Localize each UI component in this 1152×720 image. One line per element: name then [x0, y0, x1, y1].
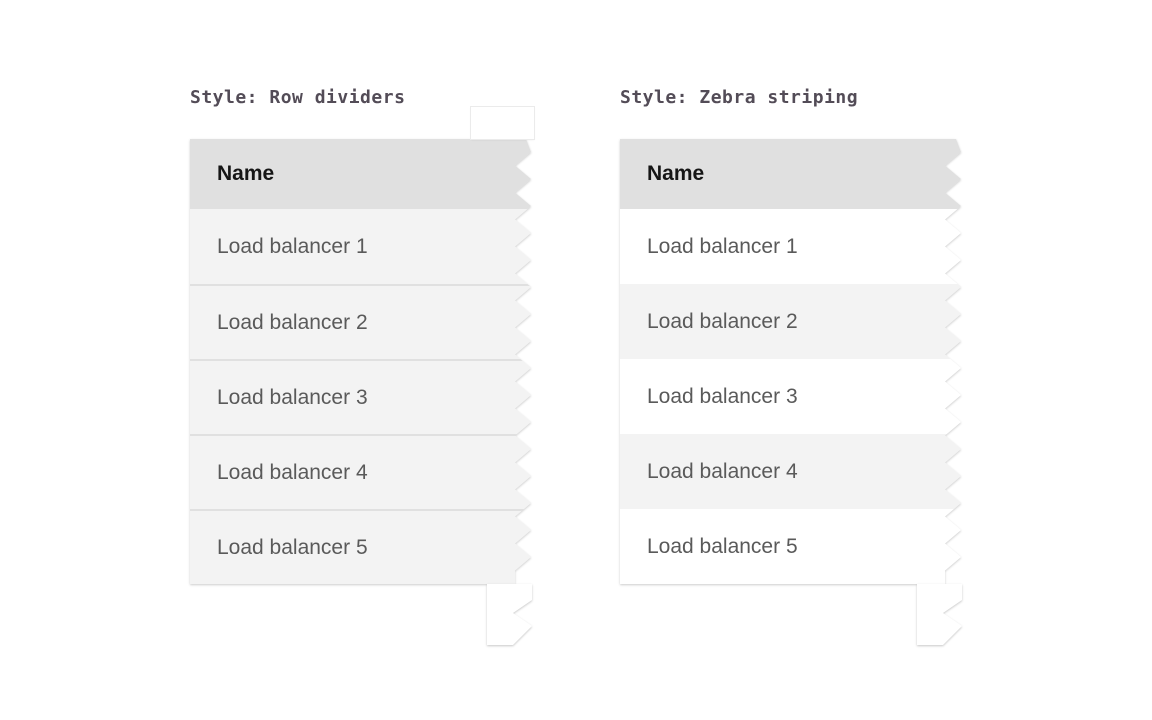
torn-paper-fragment-top [471, 107, 534, 139]
table-header-row: Name [190, 139, 531, 209]
table-row: Load balancer 2 [190, 284, 531, 359]
table-cell: Load balancer 2 [217, 310, 368, 334]
column-header-name: Name [217, 162, 275, 185]
table-header-row: Name [620, 139, 961, 209]
table-body: Load balancer 1 Load balancer 2 Load balan… [190, 209, 531, 584]
torn-paper-shape [917, 584, 962, 645]
torn-paper-fragment-bottom [917, 584, 963, 646]
table-cell: Load balancer 4 [217, 460, 368, 484]
table-cell: Load balancer 4 [647, 459, 798, 483]
table-row: Load balancer 2 [620, 284, 961, 359]
table-body: Load balancer 1 Load balancer 2 Load balan… [620, 209, 961, 584]
table-row: Load balancer 3 [190, 359, 531, 434]
table-style-caption: Style: Row dividers [190, 87, 406, 108]
table-style-caption: Style: Zebra striping [620, 87, 859, 108]
table-row: Load balancer 5 [620, 509, 961, 584]
torn-paper-fragment-bottom [487, 584, 533, 646]
table-cell: Load balancer 3 [647, 384, 798, 408]
table-row: Load balancer 4 [190, 434, 531, 509]
table-cell: Load balancer 2 [647, 309, 798, 333]
table-row: Load balancer 1 [620, 209, 961, 284]
column-header-name: Name [647, 162, 705, 185]
table-row: Load balancer 3 [620, 359, 961, 434]
table-example-row-dividers: Style: Row dividers Name Load balancer 1… [190, 88, 535, 648]
table-cell: Load balancer 1 [217, 234, 368, 258]
torn-paper-shape [487, 584, 532, 645]
table-cell: Load balancer 5 [647, 534, 798, 558]
table-row: Load balancer 4 [620, 434, 961, 509]
table-example-zebra-striping: Style: Zebra striping Name Load balancer… [620, 88, 965, 648]
table-cell: Load balancer 3 [217, 385, 368, 409]
table-cell: Load balancer 5 [217, 535, 368, 559]
table-row: Load balancer 1 [190, 209, 531, 284]
table-row: Load balancer 5 [190, 509, 531, 584]
table-cell: Load balancer 1 [647, 234, 798, 258]
